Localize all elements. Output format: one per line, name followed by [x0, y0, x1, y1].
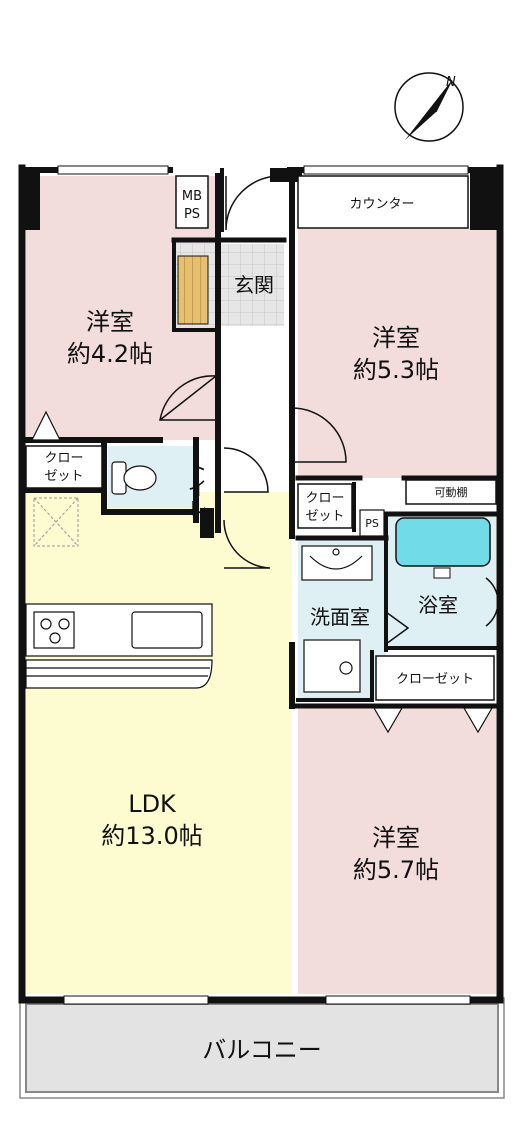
room-ldk-name: LDK: [128, 790, 177, 818]
washroom-label: 洗面室: [310, 605, 370, 629]
ps-label: PS: [365, 517, 379, 530]
mbps-label-2: PS: [184, 207, 200, 222]
room-western-ne-size: 約5.3帖: [353, 356, 439, 384]
sink-fixture: [301, 545, 373, 581]
room-western-ne-name: 洋室: [372, 324, 420, 352]
room-ldk-size: 約13.0帖: [101, 822, 202, 850]
bathtub-fixture: [395, 517, 491, 579]
closet-center-label-1: クロー: [305, 491, 344, 506]
windows: [57, 165, 471, 1005]
north-label: N: [446, 75, 456, 90]
entrance-step: [177, 255, 209, 325]
room-western-se-name: 洋室: [372, 824, 420, 852]
balcony-label: バルコニー: [202, 1036, 322, 1064]
washer-fixture: [303, 639, 361, 693]
movable-shelf-box: [405, 479, 497, 505]
balcony-area: [25, 1003, 499, 1093]
bathroom-label: 浴室: [418, 593, 458, 617]
closet-bath-box: [375, 655, 495, 701]
toilet-fixture: [111, 461, 157, 495]
room-western-se: [298, 706, 496, 994]
counter-box: [297, 175, 469, 229]
room-western-nw-name: 洋室: [86, 308, 134, 336]
ventilation-icon: [33, 497, 79, 547]
closet-center-label-2: ゼット: [305, 509, 344, 524]
north-arrow-icon: N: [394, 72, 464, 142]
mbps-label-1: MB: [182, 189, 202, 204]
entrance-label: 玄関: [234, 273, 274, 297]
closet-bath-label: クローゼット: [396, 672, 474, 687]
kitchen-fixture: [25, 603, 213, 689]
counter-label: カウンター: [349, 197, 414, 212]
doors: [159, 175, 499, 645]
closet-center-box: [297, 483, 353, 529]
room-western-se-size: 約5.7帖: [353, 856, 439, 884]
room-ldk: [26, 492, 292, 994]
mbps-box: [175, 175, 209, 229]
toilet-label: トイレ: [184, 458, 208, 518]
room-western-ne: [298, 228, 496, 478]
room-western-nw-size: 約4.2帖: [67, 340, 153, 368]
closet-west-box: [25, 445, 103, 489]
closet-west-label-2: ゼット: [44, 469, 83, 484]
movable-shelf-label: 可動棚: [435, 485, 468, 499]
ps-box: [359, 509, 385, 537]
closet-west-label-1: クロー: [44, 451, 83, 466]
